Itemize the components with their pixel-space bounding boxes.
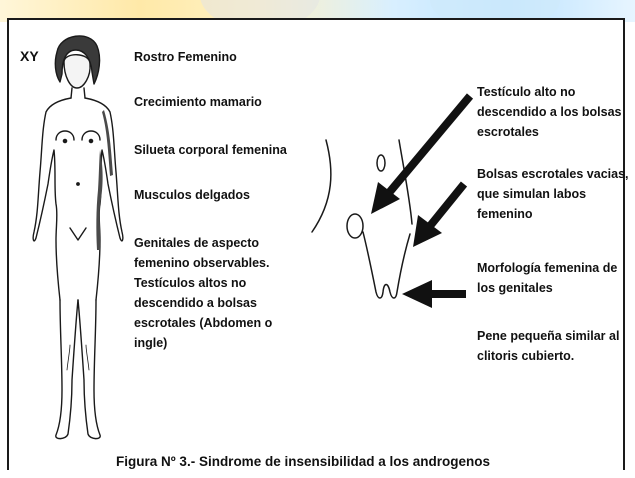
genital-schematic-diagram bbox=[312, 140, 412, 298]
annotation-scrotal-bags: Bolsas escrotales vacias, que simulan la… bbox=[477, 164, 629, 224]
feature-label-silhouette: Silueta corporal femenina bbox=[134, 140, 287, 160]
feature-label-breast: Crecimiento mamario bbox=[134, 92, 262, 112]
arrow-genitals-pointer bbox=[402, 280, 466, 308]
human-figure-illustration bbox=[33, 36, 123, 439]
feature-label-face: Rostro Femenino bbox=[134, 47, 237, 67]
annotation-testicle: Testículo alto no descendido a los bolsa… bbox=[477, 82, 622, 142]
chromosome-label: XY bbox=[20, 46, 39, 66]
figure-caption: Figura Nº 3.- Sindrome de insensibilidad… bbox=[116, 452, 490, 472]
feature-label-genitals: Genitales de aspecto femenino observable… bbox=[134, 233, 272, 353]
annotation-penis: Pene pequeña similar al clitoris cubiert… bbox=[477, 326, 619, 366]
arrow-scrotal-pointer bbox=[413, 184, 464, 247]
annotation-genital-morphology: Morfología femenina de los genitales bbox=[477, 258, 617, 298]
feature-label-muscles: Musculos delgados bbox=[134, 185, 250, 205]
